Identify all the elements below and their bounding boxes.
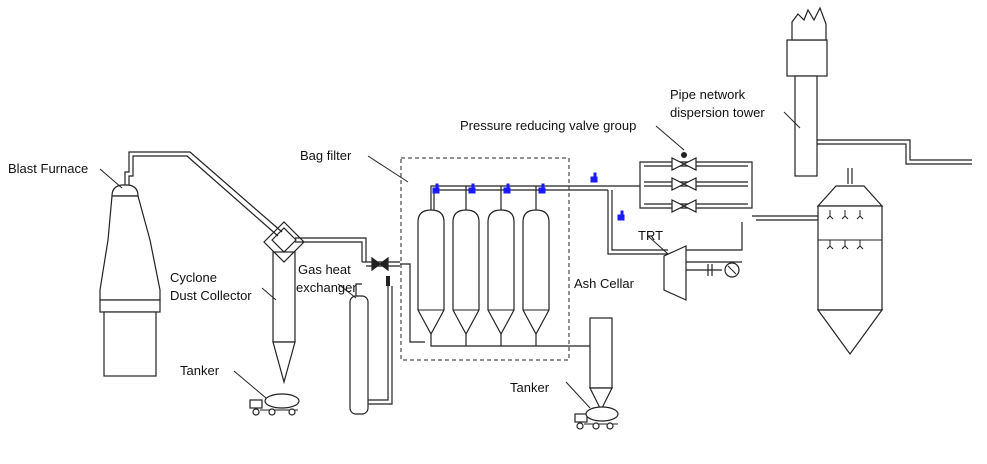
label-cyclone-line2: Dust Collector — [170, 288, 252, 303]
label-gas-heat-line1: Gas heat — [298, 262, 351, 277]
label-tanker-right: Tanker — [510, 380, 550, 395]
bag-filter — [400, 157, 612, 361]
label-blast-furnace: Blast Furnace — [8, 161, 88, 176]
filter-vessel-1 — [417, 209, 445, 336]
label-pressure-valve-group: Pressure reducing valve group — [460, 118, 636, 133]
blast-furnace — [99, 151, 283, 377]
filter-vessel-4 — [522, 209, 550, 336]
label-tanker-left: Tanker — [180, 363, 220, 378]
tanker-right-icon — [574, 406, 619, 430]
gas-heat-exchanger — [349, 256, 400, 415]
pressure-sensors — [432, 172, 625, 221]
label-ash-cellar: Ash Cellar — [574, 276, 635, 291]
label-cyclone-line1: Cyclone — [170, 270, 217, 285]
ash-cellar — [589, 317, 613, 412]
cyclone-dust-collector — [263, 221, 367, 385]
leader-lines — [99, 111, 801, 409]
filter-vessel-3 — [487, 209, 515, 336]
gas-scrubber-tower — [816, 168, 884, 356]
spray-nozzles — [826, 210, 864, 250]
label-trt: TRT — [638, 228, 663, 243]
tanker-left-icon — [249, 393, 300, 416]
label-bag-filter: Bag filter — [300, 148, 352, 163]
label-gas-heat-line2: exchanger — [296, 280, 357, 295]
pipe-network-dispersion-tower — [786, 6, 972, 177]
label-pipe-network-line1: Pipe network — [670, 87, 746, 102]
filter-vessel-2 — [452, 209, 480, 336]
trt-turbine — [607, 190, 743, 301]
label-pipe-network-line2: dispersion tower — [670, 105, 765, 120]
pressure-reducing-valve-group — [612, 152, 818, 221]
